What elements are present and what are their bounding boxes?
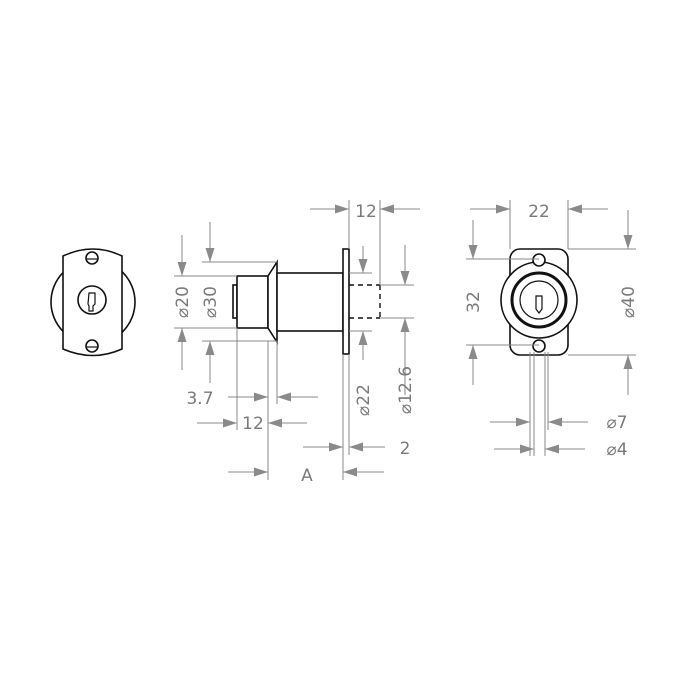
- arrowhead-icon: [548, 417, 562, 427]
- arrowhead-icon: [177, 328, 187, 342]
- arrowhead-icon: [568, 204, 582, 214]
- bolt-hidden-lines: [349, 284, 381, 319]
- dimensions: [174, 200, 636, 480]
- body-d22: [276, 272, 344, 332]
- rear-keyhole-icon: [535, 295, 543, 314]
- arrowhead-icon: [343, 467, 357, 477]
- cylinder-d20: [236, 275, 269, 329]
- side-view: [232, 248, 381, 355]
- dim-side-d12-6: ⌀12.6: [396, 366, 416, 414]
- rear-screw-top: [532, 253, 546, 267]
- arrowhead-icon: [623, 235, 633, 249]
- dim-side-2: 2: [400, 439, 411, 459]
- arrowhead-icon: [268, 418, 282, 428]
- dim-side-a: A: [301, 466, 313, 486]
- dim-side-12: 12: [242, 414, 264, 434]
- arrowhead-icon: [254, 392, 268, 402]
- arrowhead-icon: [358, 331, 368, 345]
- arrowhead-icon: [380, 204, 394, 214]
- dim-rear-d40: ⌀40: [619, 286, 639, 318]
- dim-rear-22: 22: [528, 202, 550, 222]
- key-cylinder: [77, 285, 107, 315]
- arrowhead-icon: [400, 271, 410, 285]
- arrowhead-icon: [349, 442, 363, 452]
- dim-rear-d7: ⌀7: [606, 413, 627, 433]
- arrowhead-icon: [496, 204, 510, 214]
- arrowhead-icon: [468, 245, 478, 259]
- arrowhead-icon: [545, 444, 559, 454]
- mounting-plate-side: [342, 248, 350, 355]
- keyhole-icon: [87, 292, 96, 312]
- arrowhead-icon: [468, 345, 478, 359]
- arrowhead-icon: [205, 341, 215, 355]
- rear-ring: [510, 271, 568, 329]
- rear-view: [500, 248, 578, 356]
- arrowhead-icon: [516, 417, 530, 427]
- arrowhead-icon: [335, 204, 349, 214]
- dim-rear-d4: ⌀4: [606, 440, 627, 460]
- front-view: [50, 248, 136, 357]
- flange-d30: [267, 259, 278, 345]
- arrowhead-icon: [254, 467, 268, 477]
- screw-hole-bottom: [85, 339, 99, 353]
- rear-cylinder: [519, 280, 559, 320]
- dim-side-d20: ⌀20: [173, 286, 193, 318]
- screw-hole-top: [85, 251, 99, 265]
- arrowhead-icon: [205, 248, 215, 262]
- arrowhead-icon: [520, 444, 534, 454]
- arrowhead-icon: [177, 262, 187, 276]
- dim-side-12-top: 12: [355, 202, 377, 222]
- dim-rear-32: 32: [464, 291, 484, 313]
- arrowhead-icon: [623, 355, 633, 369]
- arrowhead-icon: [400, 318, 410, 332]
- arrowhead-icon: [223, 418, 237, 428]
- rear-screw-bottom: [532, 339, 546, 353]
- dim-side-d30: ⌀30: [201, 286, 221, 318]
- arrowhead-icon: [277, 392, 291, 402]
- arrowhead-icon: [358, 259, 368, 273]
- arrowhead-icon: [329, 442, 343, 452]
- dim-side-3-7: 3.7: [186, 389, 213, 409]
- dim-side-d22: ⌀22: [354, 384, 374, 416]
